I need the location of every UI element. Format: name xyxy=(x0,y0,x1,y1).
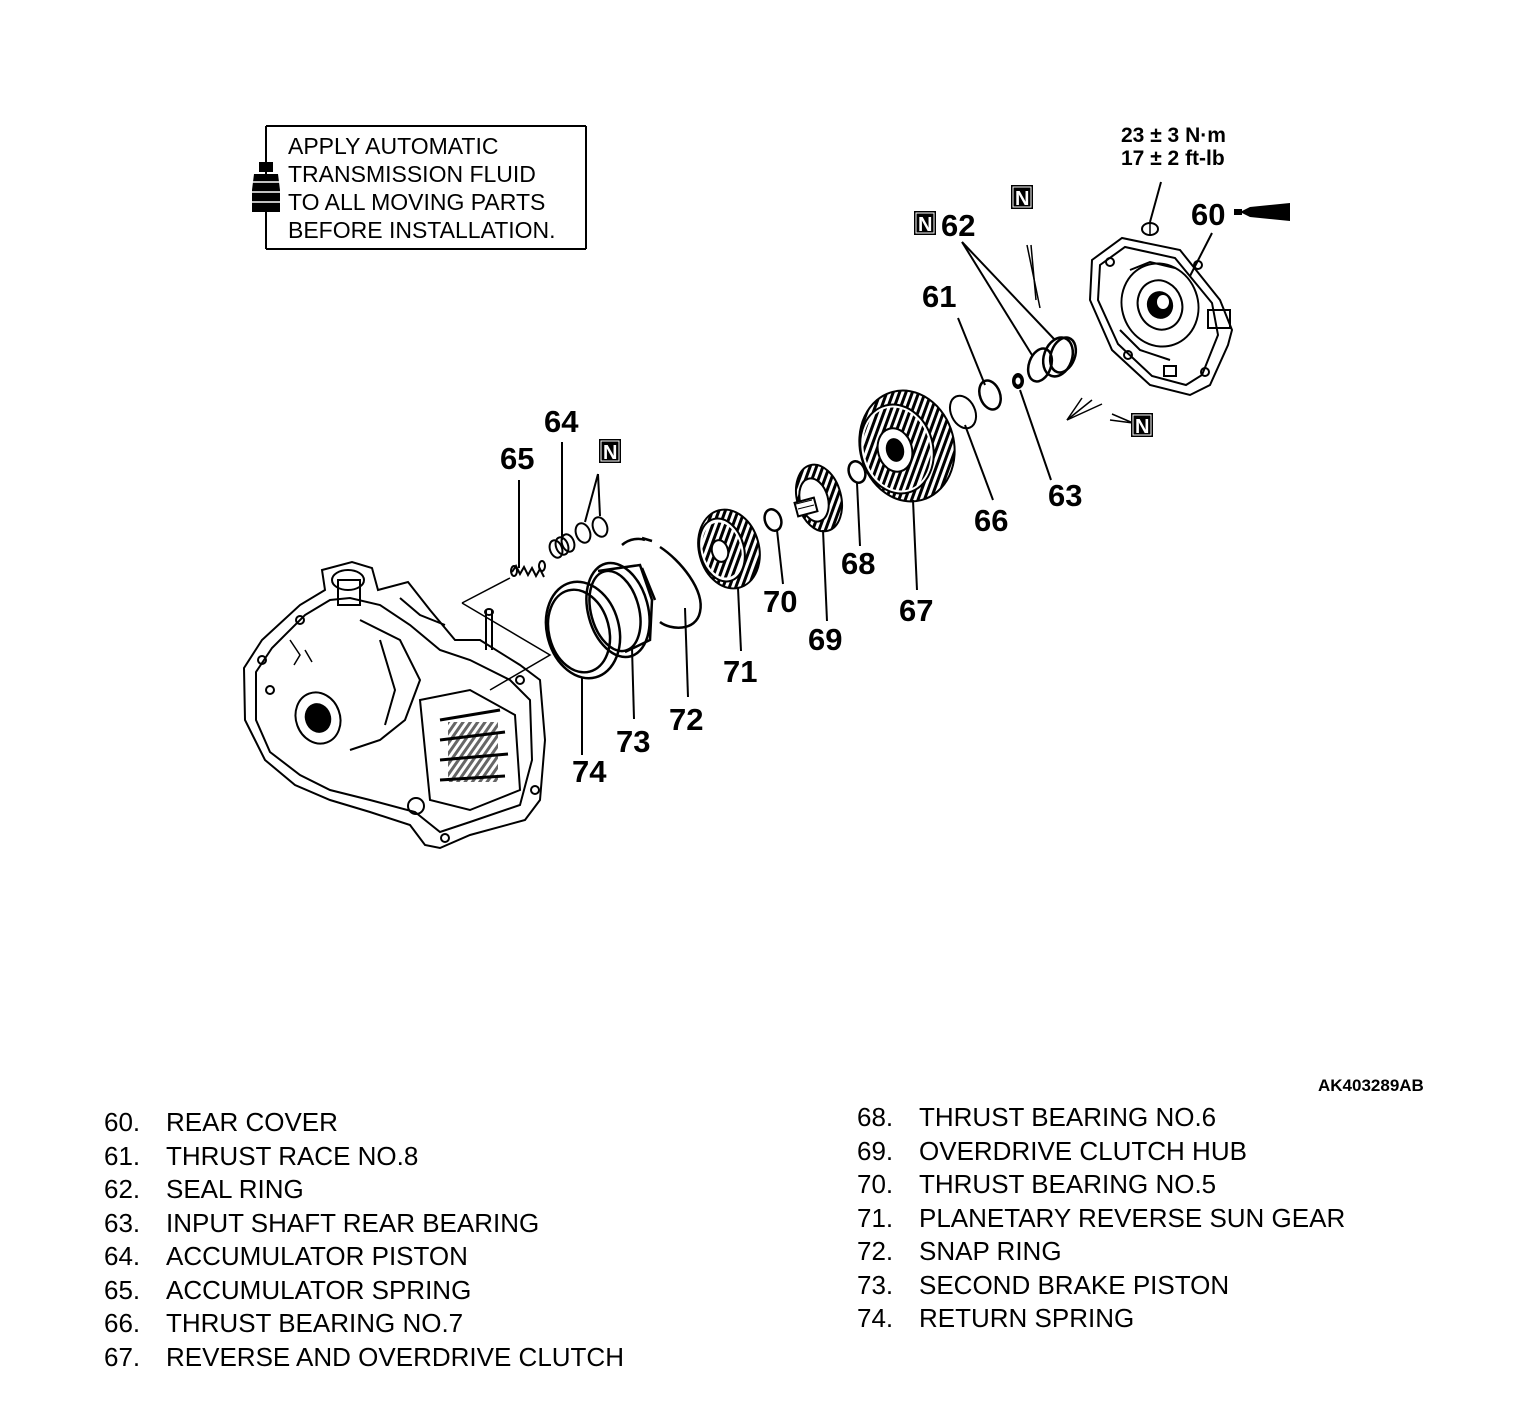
legend-item: 72.SNAP RING xyxy=(857,1236,1062,1266)
callout-61: 61 xyxy=(922,279,956,314)
assembly-line xyxy=(461,577,511,604)
svg-text:N: N xyxy=(1015,188,1029,210)
input-shaft-rear-bearing xyxy=(1012,373,1024,389)
callout-68: 68 xyxy=(841,546,875,581)
legend-item: 64.ACCUMULATOR PISTON xyxy=(104,1241,468,1271)
reverse-overdrive-clutch xyxy=(858,389,956,503)
torque-leader xyxy=(1149,181,1162,223)
svg-text:N: N xyxy=(918,214,932,236)
sealant-tube-icon xyxy=(1234,203,1290,221)
accumulator-piston xyxy=(548,533,576,559)
torque-metric: 23 ± 3 N·m xyxy=(1121,124,1226,147)
clip-pins xyxy=(1066,397,1134,424)
callout-66: 66 xyxy=(974,503,1008,538)
legend-item: 62.SEAL RING xyxy=(104,1174,304,1204)
legend-item: 61.THRUST RACE NO.8 xyxy=(104,1140,419,1171)
seal-rings xyxy=(1026,336,1078,383)
legend-item: 60.REAR COVER xyxy=(104,1107,338,1137)
callout-67: 67 xyxy=(899,593,933,628)
figure-code: AK403289AB xyxy=(1318,1076,1424,1095)
rear-cover xyxy=(1088,236,1234,397)
legend-item: 66.THRUST BEARING NO.7 xyxy=(104,1308,464,1338)
legend-item: 65.ACCUMULATOR SPRING xyxy=(104,1274,472,1305)
svg-text:N: N xyxy=(1135,416,1149,438)
legend-item: 71.PLANETARY REVERSE SUN GEAR xyxy=(857,1202,1346,1233)
o-ring xyxy=(591,516,609,538)
thrust-bearing-no7 xyxy=(948,394,978,430)
planetary-reverse-sun-gear xyxy=(697,508,761,590)
callout-71: 71 xyxy=(723,654,757,689)
note-line-1: APPLY AUTOMATIC xyxy=(288,133,498,159)
transaxle-case xyxy=(242,560,547,850)
thrust-bearing-no6 xyxy=(847,460,867,484)
thrust-race-no8 xyxy=(978,379,1002,411)
o-ring xyxy=(574,522,592,544)
legend-item: 74.RETURN SPRING xyxy=(857,1303,1135,1333)
legend-item: 69.OVERDRIVE CLUTCH HUB xyxy=(857,1135,1247,1166)
note-line-4: BEFORE INSTALLATION. xyxy=(288,217,556,243)
legend-item: 70.THRUST BEARING NO.5 xyxy=(857,1169,1217,1199)
callout-63: 63 xyxy=(1048,478,1082,513)
torque-imperial: 17 ± 2 ft-lb xyxy=(1121,147,1225,170)
n-mark-64: N xyxy=(599,439,621,464)
overdrive-clutch-hub xyxy=(793,463,844,533)
accumulator-spring xyxy=(510,560,546,579)
leader-lines xyxy=(518,232,1213,755)
legend-item: 63.INPUT SHAFT REAR BEARING xyxy=(104,1207,540,1238)
legend-left: 60.REAR COVER 61.THRUST RACE NO.8 62.SEA… xyxy=(104,1106,624,1374)
callout-70: 70 xyxy=(763,584,797,619)
callout-60: 60 xyxy=(1191,197,1225,232)
callout-64: 64 xyxy=(544,404,579,439)
n-mark-top: N xyxy=(1011,185,1033,210)
fluid-note-box: APPLY AUTOMATIC TRANSMISSION FLUID TO AL… xyxy=(252,125,587,250)
callout-73: 73 xyxy=(616,724,650,759)
legend-right: 68.THRUST BEARING NO.6 69.OVERDRIVE CLUT… xyxy=(857,1101,1345,1336)
note-line-3: TO ALL MOVING PARTS xyxy=(288,189,545,215)
n-mark-63: N xyxy=(1131,413,1153,438)
callout-69: 69 xyxy=(808,622,842,657)
rear-cover-bolt xyxy=(1141,222,1159,236)
return-spring xyxy=(544,580,622,680)
thrust-bearing-no5 xyxy=(763,508,783,532)
legend-item: 67.REVERSE AND OVERDRIVE CLUTCH xyxy=(104,1341,624,1372)
callout-65: 65 xyxy=(500,441,534,476)
callout-62: 62 xyxy=(941,208,975,243)
legend-item: 68.THRUST BEARING NO.6 xyxy=(857,1102,1217,1132)
callout-74: 74 xyxy=(572,754,607,789)
second-brake-piston xyxy=(585,561,657,659)
n-mark-62: N xyxy=(914,211,936,236)
svg-text:N: N xyxy=(603,442,617,464)
callout-72: 72 xyxy=(669,702,703,737)
note-line-2: TRANSMISSION FLUID xyxy=(288,161,536,187)
fluid-bottle-icon xyxy=(252,162,280,212)
legend-item: 73.SECOND BRAKE PISTON xyxy=(857,1269,1230,1300)
